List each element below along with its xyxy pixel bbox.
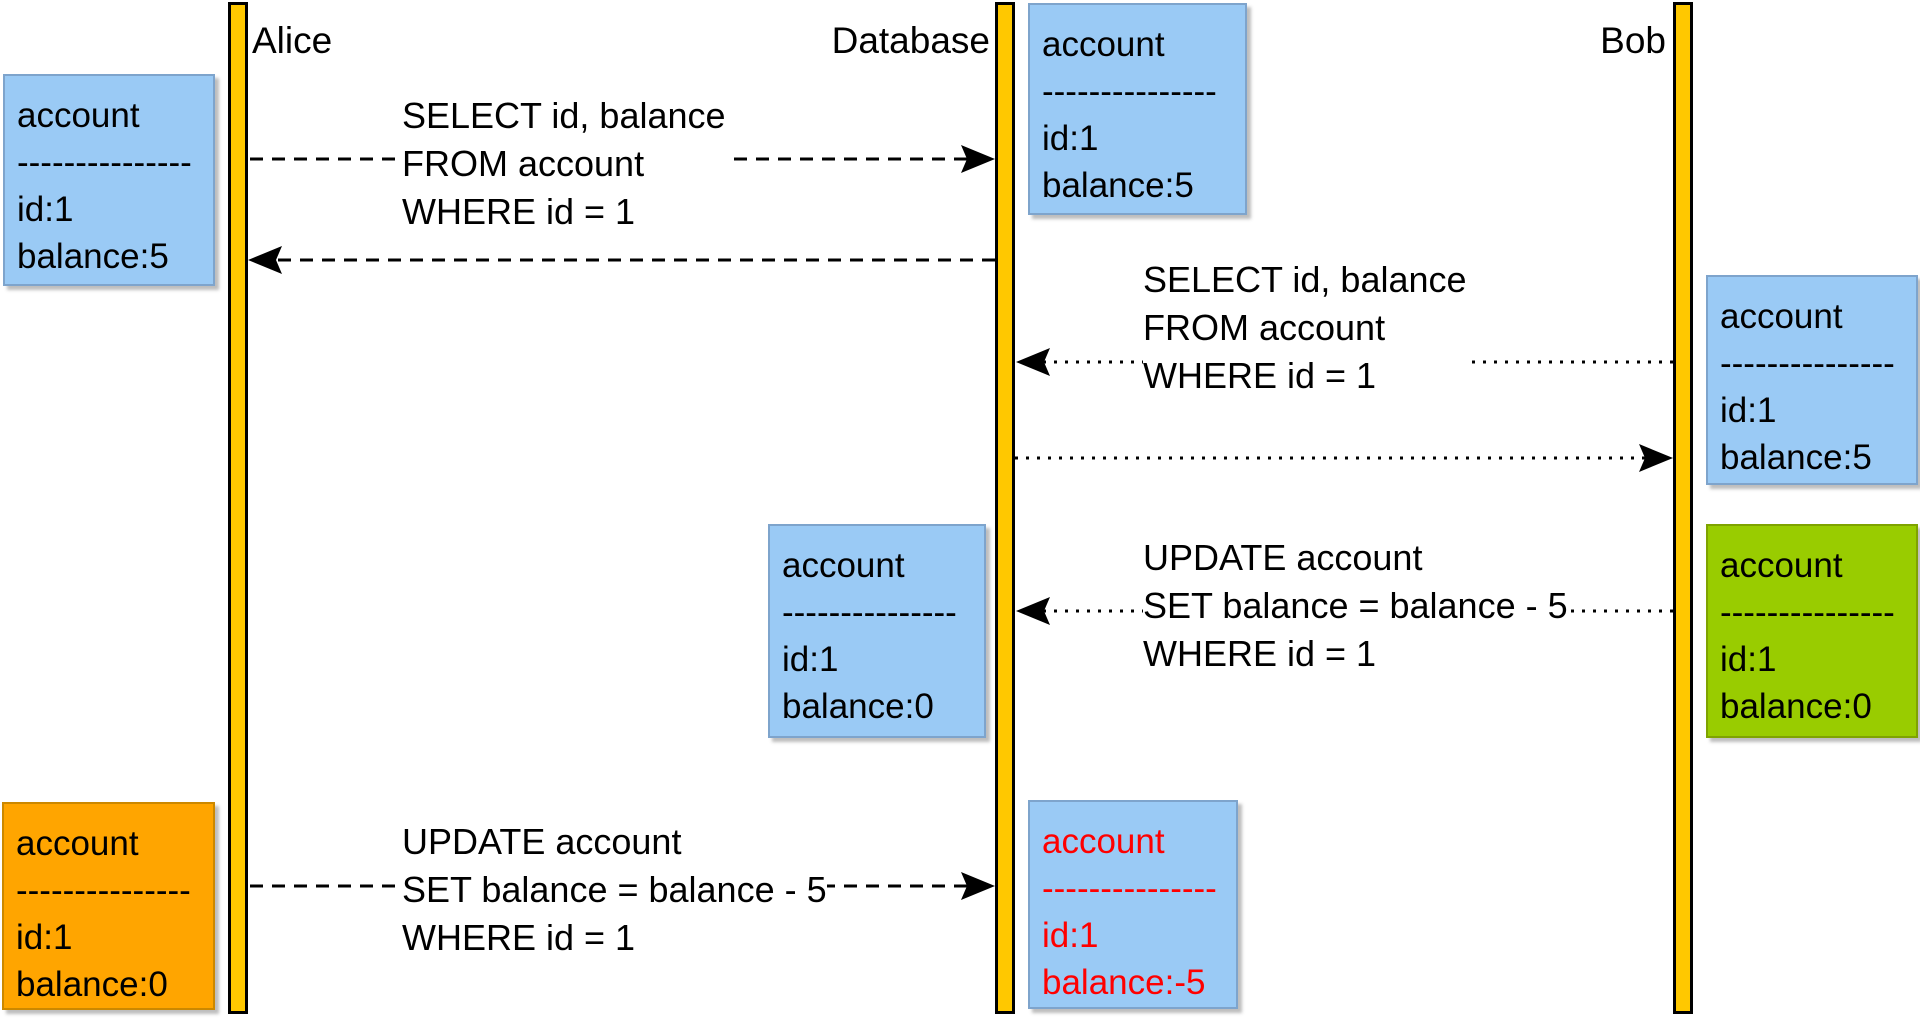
arrow-bob-update xyxy=(1016,597,1673,625)
note-field-id: id:1 xyxy=(1042,916,1099,955)
lifeline-bar-alice xyxy=(228,2,248,1014)
note-field-id: id:1 xyxy=(16,918,73,957)
note-title: account xyxy=(1042,25,1165,64)
note-separator: --------------- xyxy=(17,143,192,182)
note-title: account xyxy=(1042,822,1165,861)
note-field-balance: balance:0 xyxy=(1720,687,1872,726)
note-separator: --------------- xyxy=(16,871,191,910)
note-title: account xyxy=(16,824,139,863)
note-title: account xyxy=(782,546,905,585)
actor-label-alice: Alice xyxy=(252,20,333,61)
arrow-alice-update xyxy=(250,872,995,900)
lifeline-bar-database xyxy=(995,2,1015,1014)
note-alice-after-update: account --------------- id:1 balance:0 xyxy=(2,802,215,1010)
note-field-id: id:1 xyxy=(782,640,839,679)
note-field-balance: balance:5 xyxy=(1720,438,1872,477)
actor-label-database: Database xyxy=(831,20,990,61)
note-separator: --------------- xyxy=(1042,869,1217,908)
note-separator: --------------- xyxy=(1720,593,1895,632)
note-field-balance: balance:0 xyxy=(16,965,168,1004)
arrow-bob-select-return xyxy=(1015,444,1673,472)
arrow-alice-select xyxy=(250,145,995,173)
note-db-final-error-state: account --------------- id:1 balance:-5 xyxy=(1028,800,1238,1009)
note-field-balance: balance:0 xyxy=(782,687,934,726)
arrow-alice-select-return xyxy=(248,246,995,274)
note-field-id: id:1 xyxy=(1720,640,1777,679)
note-separator: --------------- xyxy=(1042,72,1217,111)
note-alice-read-state: account --------------- id:1 balance:5 xyxy=(3,74,215,286)
message-text-bob-select: SELECT id, balance FROM account WHERE id… xyxy=(1143,256,1467,400)
actor-label-bob: Bob xyxy=(1600,20,1666,61)
note-db-initial-state: account --------------- id:1 balance:5 xyxy=(1028,3,1247,215)
note-separator: --------------- xyxy=(1720,344,1895,383)
note-title: account xyxy=(1720,546,1843,585)
note-separator: --------------- xyxy=(782,593,957,632)
lifeline-bar-bob xyxy=(1673,2,1693,1014)
note-bob-read-state: account --------------- id:1 balance:5 xyxy=(1706,275,1918,485)
note-field-balance: balance:5 xyxy=(1042,166,1194,205)
message-text-alice-update: UPDATE account SET balance = balance - 5… xyxy=(402,818,827,962)
note-field-id: id:1 xyxy=(1042,119,1099,158)
note-field-balance: balance:5 xyxy=(17,237,169,276)
note-field-id: id:1 xyxy=(1720,391,1777,430)
note-field-balance: balance:-5 xyxy=(1042,963,1206,1002)
note-title: account xyxy=(1720,297,1843,336)
arrow-bob-select xyxy=(1016,348,1673,376)
note-field-id: id:1 xyxy=(17,190,74,229)
message-text-alice-select: SELECT id, balance FROM account WHERE id… xyxy=(402,92,726,236)
note-bob-after-update: account --------------- id:1 balance:0 xyxy=(1706,524,1918,738)
note-title: account xyxy=(17,96,140,135)
message-text-bob-update: UPDATE account SET balance = balance - 5… xyxy=(1143,534,1568,678)
note-db-after-bob-update: account --------------- id:1 balance:0 xyxy=(768,524,986,738)
